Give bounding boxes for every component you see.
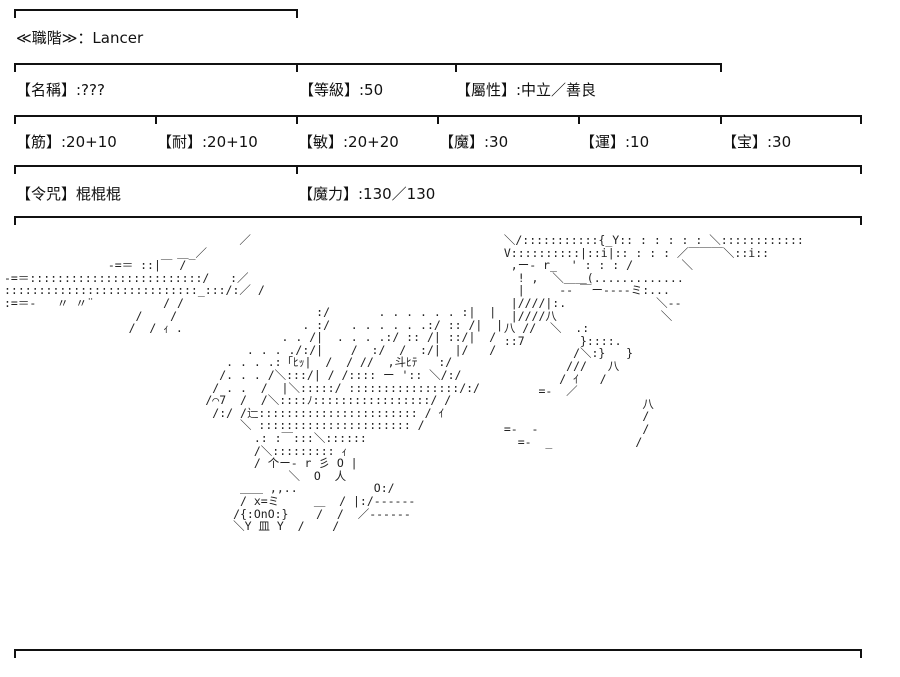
stat-magic: 【魔】:30	[439, 133, 509, 151]
stat-luck: 【運】:10	[580, 133, 650, 151]
alignment-field: 【屬性】:中立／善良	[456, 81, 597, 99]
ascii-art-middle: :/ . . . . . . :| | . :/ . . . . . .:/ :…	[150, 306, 503, 533]
rule-row-3-div	[296, 165, 298, 174]
command-seals-field: 【令咒】棍棍棍	[16, 185, 122, 203]
ascii-art-right: ＼/:::::::::::{_Y:: : : : : : ＼::::::::::…	[490, 234, 804, 448]
ascii-art: ／ ＿_／ -=＝ ::|￣ / -=＝::::::::::::::::::::…	[0, 228, 900, 648]
stat-noble-phantasm: 【宝】:30	[722, 133, 792, 151]
rule-row-2-div-4	[578, 115, 580, 124]
rule-row-4	[14, 216, 862, 225]
rule-row-2-div-2	[296, 115, 298, 124]
rule-row-3	[14, 165, 862, 174]
ascii-art-left: ／ ＿_／ -=＝ ::|￣ / -=＝::::::::::::::::::::…	[4, 234, 265, 335]
level-field: 【等級】:50	[299, 81, 384, 99]
rule-row-2-div-3	[437, 115, 439, 124]
header-rule-top	[14, 9, 298, 18]
rule-row-1-divider-a	[296, 63, 298, 72]
ascii-art-middle-text: :/ . . . . . . :| | . :/ . . . . . .:/ :…	[205, 305, 504, 534]
rule-row-1-divider-b	[455, 63, 457, 72]
ascii-art-left-text: ／ ＿_／ -=＝ ::|￣ / -=＝::::::::::::::::::::…	[4, 233, 265, 336]
class-label: ≪職階≫：Lancer	[16, 29, 144, 47]
stat-strength: 【筋】:20+10	[16, 133, 117, 151]
stat-endurance: 【耐】:20+10	[157, 133, 258, 151]
rule-row-2-div-5	[720, 115, 722, 124]
ascii-art-right-text: ＼/:::::::::::{_Y:: : : : : : ＼::::::::::…	[503, 233, 804, 449]
name-field: 【名稱】:???	[16, 81, 105, 99]
mana-field: 【魔力】:130／130	[298, 185, 436, 203]
stat-agility: 【敏】:20+20	[298, 133, 399, 151]
rule-row-1	[14, 63, 722, 72]
rule-bottom	[14, 649, 862, 658]
rule-row-2-div-1	[155, 115, 157, 124]
